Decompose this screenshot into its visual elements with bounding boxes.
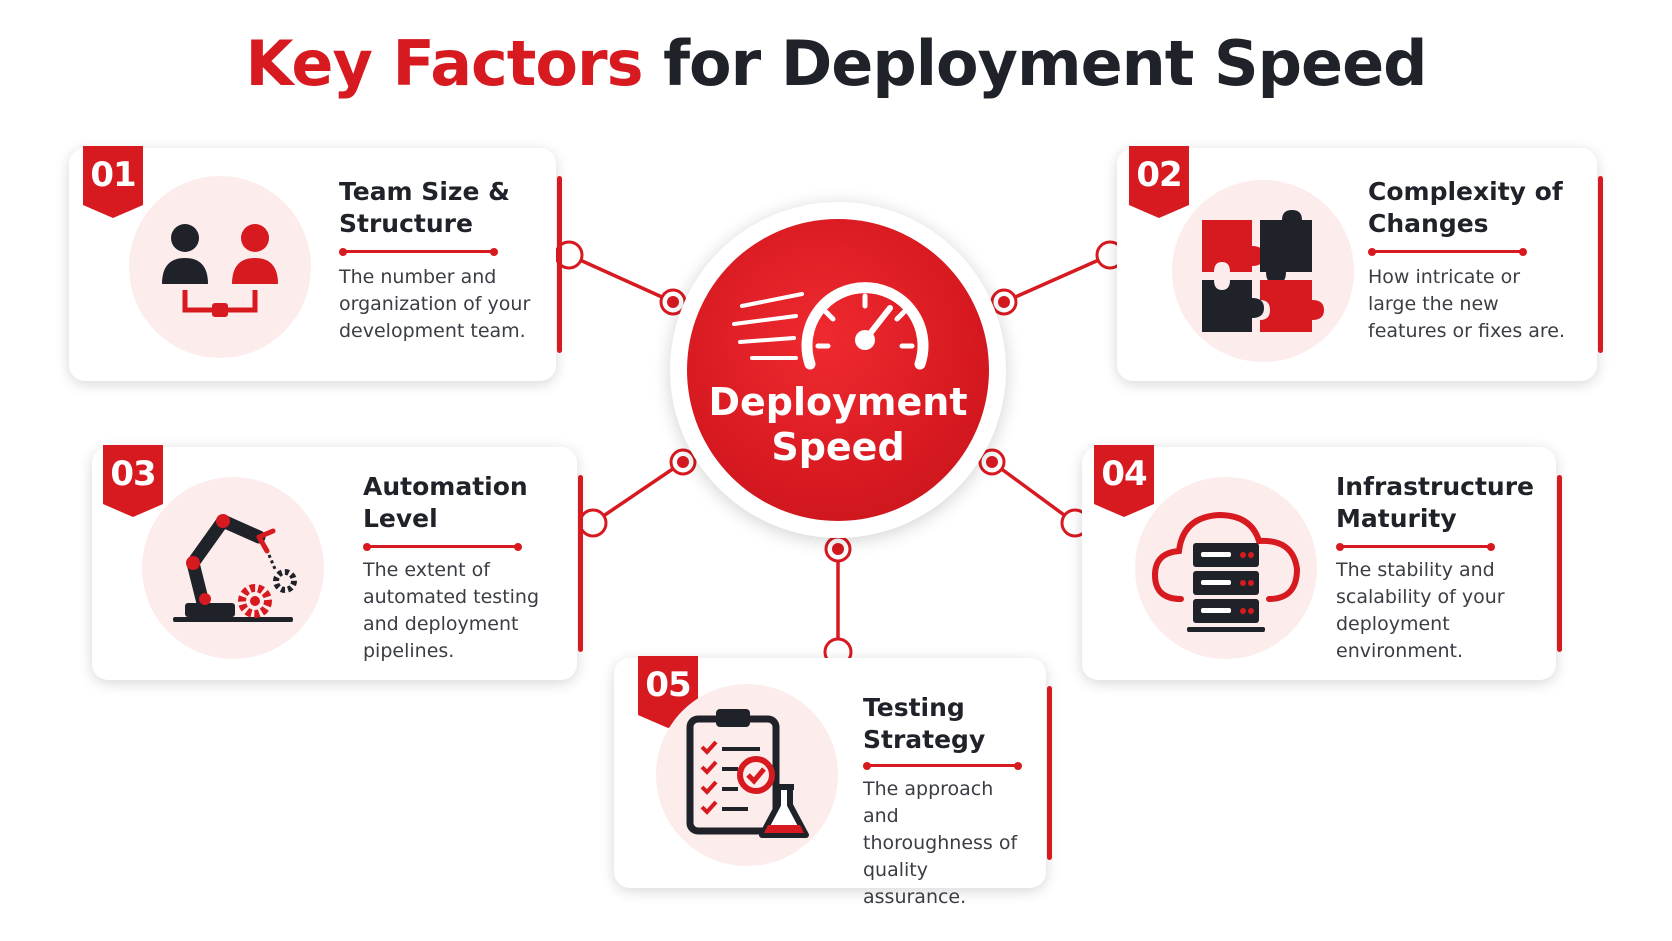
cloud-server-icon: [1151, 511, 1301, 632]
factor-heading: Automation Level: [363, 472, 528, 533]
factor-card-05: 05 Testing Strategy The approach and tho…: [614, 656, 1052, 908]
test-checklist-icon: [686, 709, 809, 838]
factor-description: The approach and thoroughness of quality…: [863, 778, 1018, 908]
factor-heading: Complexity of Changes: [1368, 177, 1563, 238]
connector-04: [990, 460, 1077, 525]
title-accent: Key Factors: [245, 27, 643, 100]
factor-description: How intricate or large the new features …: [1368, 266, 1566, 342]
factor-heading: Infrastructure Maturity: [1336, 472, 1534, 533]
connector-03-endpoint: [578, 508, 608, 538]
factor-description: The stability and scalability of your de…: [1336, 559, 1505, 662]
hub-circle: [687, 219, 989, 521]
title-rest: for Deployment Speed: [642, 27, 1427, 100]
speedometer-icon: [732, 282, 929, 370]
factor-heading: Testing Strategy: [863, 693, 986, 754]
factor-number-badge: 05: [638, 656, 698, 728]
factor-number-badge: 01: [83, 146, 143, 218]
factor-number-badge: 03: [103, 445, 163, 517]
team-icon: [162, 224, 278, 317]
puzzle-icon: [1202, 210, 1324, 332]
factor-description: The extent of automated testing and depl…: [363, 559, 540, 662]
connector-03: [592, 460, 684, 525]
factor-card-03: 03 Automation Level The extent of automa…: [92, 445, 583, 680]
factor-card-01: 01 Team Size & Structure The number and …: [69, 146, 562, 381]
factor-card-02: 02 Complexity of Changes How intricate o…: [1117, 146, 1603, 381]
factor-heading: Team Size & Structure: [339, 177, 510, 238]
connector-01-endpoint: [554, 240, 584, 270]
factor-number-badge: 02: [1129, 146, 1189, 218]
factor-description: The number and organization of your deve…: [339, 266, 531, 342]
page-title: Key Factors for Deployment Speed: [0, 28, 1672, 99]
connector-01: [568, 253, 674, 304]
factor-card-04: 04 Infrastructure Maturity The stability…: [1082, 445, 1562, 680]
connector-02: [1003, 253, 1111, 304]
robot-arm-icon: [173, 514, 297, 622]
factor-number-badge: 04: [1094, 445, 1154, 517]
hub-label: Deployment Speed: [708, 380, 968, 469]
